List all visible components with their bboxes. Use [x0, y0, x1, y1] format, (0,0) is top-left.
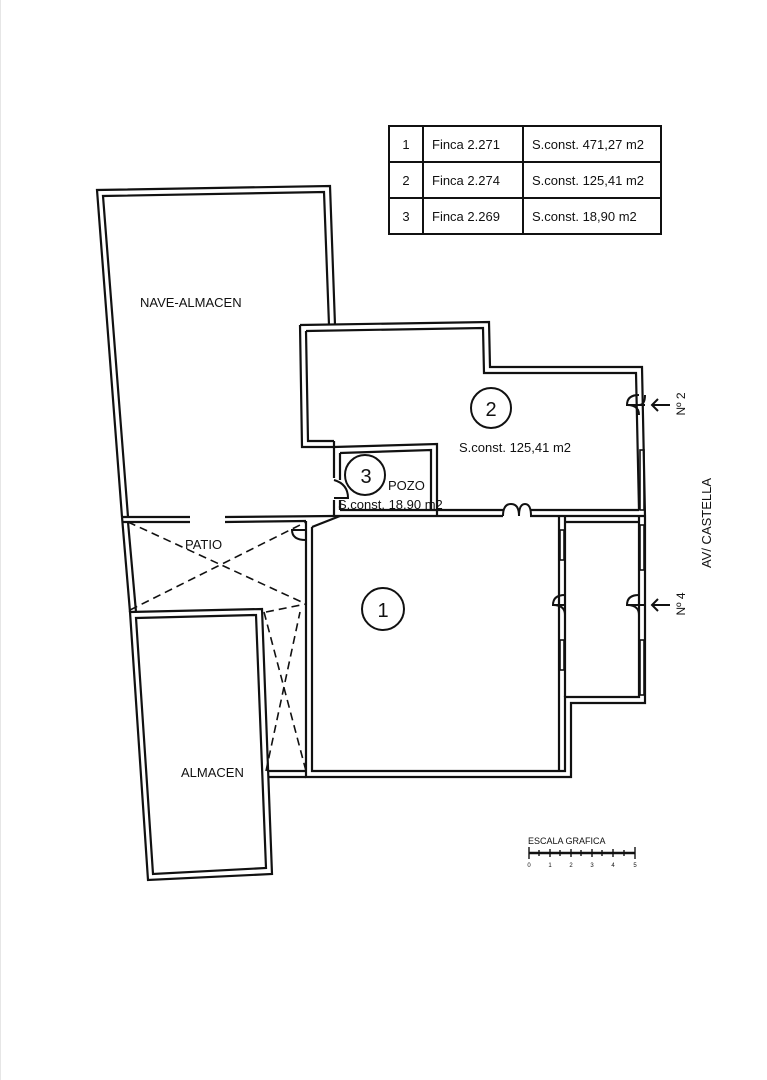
legend-row: 1 Finca 2.271 S.const. 471,27 m2	[388, 125, 662, 163]
door-unit-1-west	[290, 529, 307, 541]
legend-area: S.const. 18,90 m2	[522, 197, 662, 235]
scale-bar	[528, 847, 636, 859]
patio-west-wall	[120, 516, 138, 613]
legend-row: 2 Finca 2.274 S.const. 125,41 m2	[388, 161, 662, 199]
scale-tick-label: 4	[611, 863, 615, 869]
scale-title: ESCALA GRAFICA	[528, 836, 606, 846]
legend-finca: Finca 2.271	[422, 125, 524, 163]
legend-area: S.const. 471,27 m2	[522, 125, 662, 163]
scale-tick-label: 5	[633, 863, 637, 869]
unit-3-area: S.const. 18,90 m2	[338, 497, 443, 512]
entrance-arrow-2	[650, 398, 670, 412]
unit-2-marker	[470, 387, 512, 429]
almacen-walls	[128, 607, 306, 882]
separating-wall	[334, 508, 645, 518]
room-label-nave-almacen: NAVE-ALMACEN	[140, 295, 242, 310]
unit-1-number: 1	[377, 600, 388, 622]
scale-tick-label: 0	[527, 863, 531, 869]
facade-windows	[559, 449, 645, 696]
entrance-label-2: Nº 2	[674, 392, 688, 415]
legend-row: 3 Finca 2.269 S.const. 18,90 m2	[388, 197, 662, 235]
door-pozo	[333, 479, 350, 499]
nave-almacen-walls	[95, 184, 337, 518]
scale-tick-label: 3	[590, 863, 594, 869]
unit-1-marker	[361, 587, 405, 631]
room-label-patio: PATIO	[185, 537, 222, 552]
room-label-pozo: POZO	[388, 478, 425, 493]
entrance-label-4: Nº 4	[674, 592, 688, 615]
patio-hatching	[127, 521, 307, 772]
unit-3-number: 3	[360, 466, 371, 488]
room-label-almacen: ALMACEN	[181, 765, 244, 780]
unit-2-area: S.const. 125,41 m2	[459, 440, 571, 455]
unit-3-walls	[332, 441, 439, 516]
door-unit-1-east	[625, 594, 645, 616]
scale-tick-label: 1	[548, 863, 552, 869]
door-unit-2-south	[502, 502, 532, 517]
legend-number: 3	[388, 197, 424, 235]
street-label: AV/ CASTELLA	[699, 478, 714, 568]
legend-number: 2	[388, 161, 424, 199]
door-unit-2	[625, 394, 646, 416]
patio-wall	[122, 514, 335, 524]
door-unit-1-inner	[551, 594, 566, 616]
unit-1-walls	[304, 514, 647, 779]
scale-tick-label: 2	[569, 863, 573, 869]
legend-finca: Finca 2.274	[422, 161, 524, 199]
unit-2-number: 2	[485, 399, 496, 421]
finca-legend-table: 1 Finca 2.271 S.const. 471,27 m2 2 Finca…	[388, 125, 662, 235]
legend-number: 1	[388, 125, 424, 163]
legend-finca: Finca 2.269	[422, 197, 524, 235]
unit-3-marker	[344, 454, 386, 496]
unit-2-walls	[298, 320, 647, 517]
entrance-arrow-4	[650, 598, 670, 612]
legend-area: S.const. 125,41 m2	[522, 161, 662, 199]
